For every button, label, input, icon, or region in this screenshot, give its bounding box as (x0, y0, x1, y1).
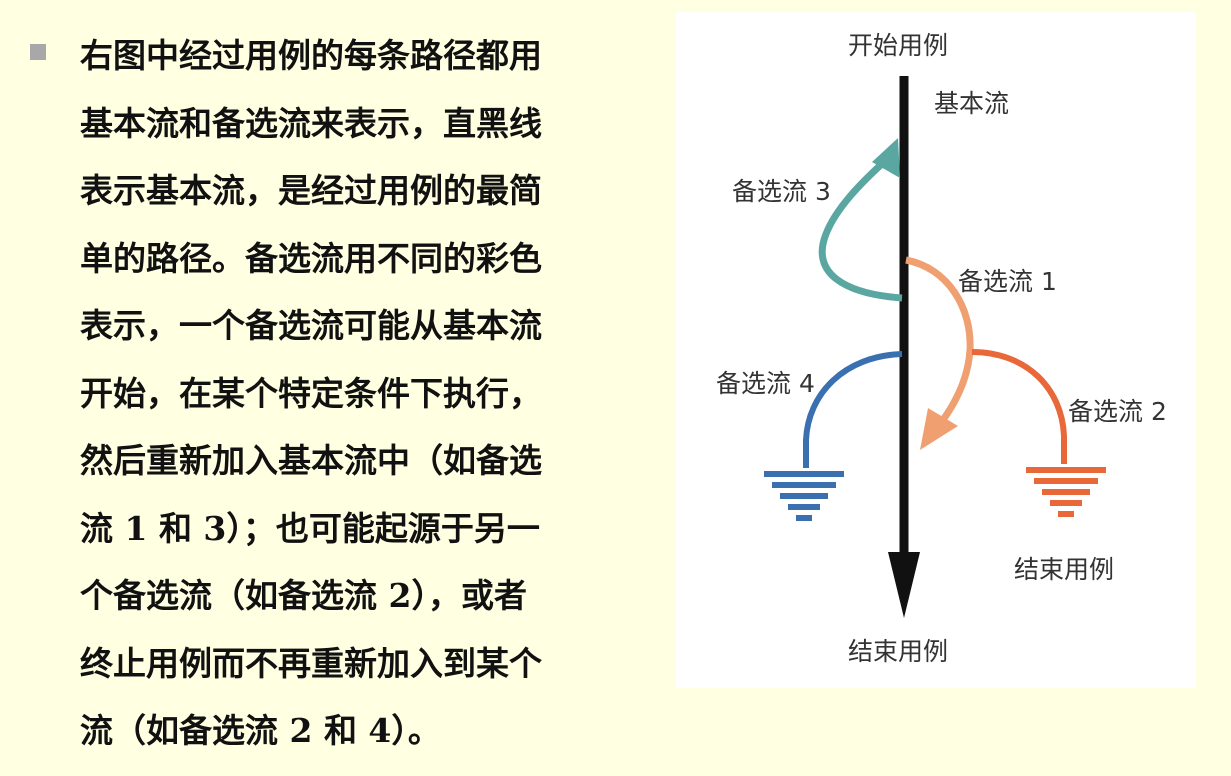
alt-flow-4-terminator (764, 471, 844, 521)
text-line: 开始，在某个特定条件下执行， (80, 373, 542, 413)
alt-flow-2-curve (971, 349, 1067, 464)
alt-flow-2-terminator (1026, 467, 1106, 517)
bullet-square (30, 44, 46, 60)
alt-flow-1-curve (905, 256, 974, 427)
text-line: 终止用例而不再重新加入到某个 (80, 643, 542, 683)
end-use-case-side-label: 结束用例 (1014, 555, 1115, 584)
text-line: 个备选流（如备选流 2），或者 (80, 576, 527, 615)
alt-flow-4-label: 备选流 4 (716, 369, 815, 398)
text-line: 流 1 和 3）；也可能起源于另一 (80, 508, 540, 548)
alt-flow-4-curve (803, 351, 903, 468)
text-line: 右图中经过用例的每条路径都用 (80, 36, 542, 75)
start-use-case-label: 开始用例 (848, 31, 949, 60)
alt-flow-3-label: 备选流 3 (732, 177, 831, 206)
text-line: 然后重新加入基本流中（如备选 (80, 441, 542, 480)
text-line: 单的路径。备选流用不同的彩色 (80, 238, 542, 278)
alt-flow-2-label: 备选流 2 (1068, 397, 1167, 426)
text-line: 流（如备选流 2 和 4）。 (80, 711, 441, 750)
alt-flow-3-arrowhead (872, 138, 900, 178)
alt-flow-1-arrowhead (920, 408, 958, 450)
alt-flow-3-curve (818, 159, 903, 302)
end-use-case-bottom-label: 结束用例 (848, 637, 949, 666)
alt-flow-1-label: 备选流 1 (958, 267, 1057, 296)
use-case-flow-diagram: 开始用例 基本流 备选流 3 备选流 1 备选流 4 备选流 2 结束用例 结束… (676, 12, 1196, 688)
flow-diagram-svg (764, 76, 1106, 618)
description-paragraph: 右图中经过用例的每条路径都用 基本流和备选流来表示，直黑线 表示基本流，是经过用… (80, 22, 660, 765)
text-line: 表示，一个备选流可能从基本流 (80, 306, 542, 345)
basic-flow-label: 基本流 (934, 89, 1010, 118)
text-line: 表示基本流，是经过用例的最简 (80, 171, 542, 210)
basic-flow-arrowhead (888, 552, 920, 618)
text-line: 基本流和备选流来表示，直黑线 (80, 103, 542, 143)
